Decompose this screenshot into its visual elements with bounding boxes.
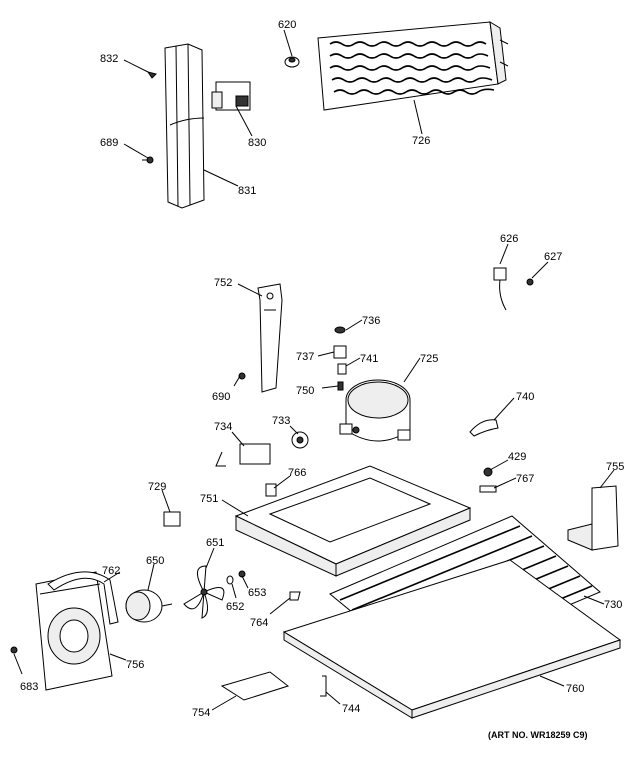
part-764 <box>289 591 301 601</box>
callout-756: 756 <box>126 659 144 671</box>
callout-726: 726 <box>412 135 430 147</box>
callout-683: 683 <box>20 681 38 693</box>
part-750 <box>337 381 344 391</box>
part-726-coil-assembly <box>317 21 509 111</box>
callout-754: 754 <box>192 707 210 719</box>
part-652 <box>226 575 234 585</box>
art-number: (ART NO. WR18259 C9) <box>488 730 588 740</box>
callout-725: 725 <box>420 353 438 365</box>
callout-831: 831 <box>238 185 256 197</box>
callout-740: 740 <box>516 391 534 403</box>
part-832-screw <box>146 71 157 79</box>
part-756-fan-shroud <box>35 571 113 691</box>
callout-752: 752 <box>214 277 232 289</box>
part-734 <box>215 443 271 467</box>
part-752-bracket <box>257 283 283 393</box>
part-725-compressor <box>339 379 411 442</box>
callout-690: 690 <box>212 391 230 403</box>
part-690-screw <box>238 372 246 380</box>
callout-627: 627 <box>544 251 562 263</box>
part-736 <box>334 326 346 334</box>
callout-736: 736 <box>362 315 380 327</box>
callout-733: 733 <box>272 415 290 427</box>
part-760-drain-pan <box>282 559 622 719</box>
callout-755: 755 <box>606 461 624 473</box>
callout-734: 734 <box>214 421 232 433</box>
part-689-screw <box>142 156 154 164</box>
callout-830: 830 <box>248 137 266 149</box>
callout-620: 620 <box>278 19 296 31</box>
part-830-relay <box>211 81 251 111</box>
part-729 <box>163 511 181 527</box>
callout-429: 429 <box>508 451 526 463</box>
part-650-fan-motor <box>125 589 173 623</box>
part-766 <box>265 483 277 497</box>
part-751-tray <box>234 465 472 577</box>
part-767 <box>479 485 497 493</box>
callout-760: 760 <box>566 683 584 695</box>
part-737 <box>333 345 347 359</box>
callout-766: 766 <box>288 467 306 479</box>
callout-730: 730 <box>604 599 622 611</box>
part-755-bracket <box>567 485 619 551</box>
callout-751: 751 <box>200 493 218 505</box>
callout-689: 689 <box>100 137 118 149</box>
part-831-tall-bracket <box>164 43 205 209</box>
part-683-screw <box>10 646 18 654</box>
callout-653: 653 <box>248 587 266 599</box>
callout-729: 729 <box>148 481 166 493</box>
part-626 <box>493 267 507 311</box>
callout-651: 651 <box>206 537 224 549</box>
callout-762: 762 <box>102 565 120 577</box>
callout-767: 767 <box>516 473 534 485</box>
part-651-fan-blade <box>183 565 225 619</box>
callout-744: 744 <box>342 703 360 715</box>
callout-626: 626 <box>500 233 518 245</box>
part-740 <box>469 419 499 437</box>
callout-652: 652 <box>226 601 244 613</box>
callout-750: 750 <box>296 385 314 397</box>
part-620 <box>284 56 300 68</box>
callout-737: 737 <box>296 351 314 363</box>
part-744 <box>320 675 327 697</box>
part-762-shroud-strip <box>47 571 119 625</box>
part-754 <box>220 671 290 701</box>
leader-lines <box>13 29 615 711</box>
callout-832: 832 <box>100 53 118 65</box>
part-741 <box>337 363 347 375</box>
callout-764: 764 <box>250 617 268 629</box>
callout-741: 741 <box>360 353 378 365</box>
part-733 <box>291 431 309 449</box>
part-627 <box>526 278 534 286</box>
callout-650: 650 <box>146 555 164 567</box>
